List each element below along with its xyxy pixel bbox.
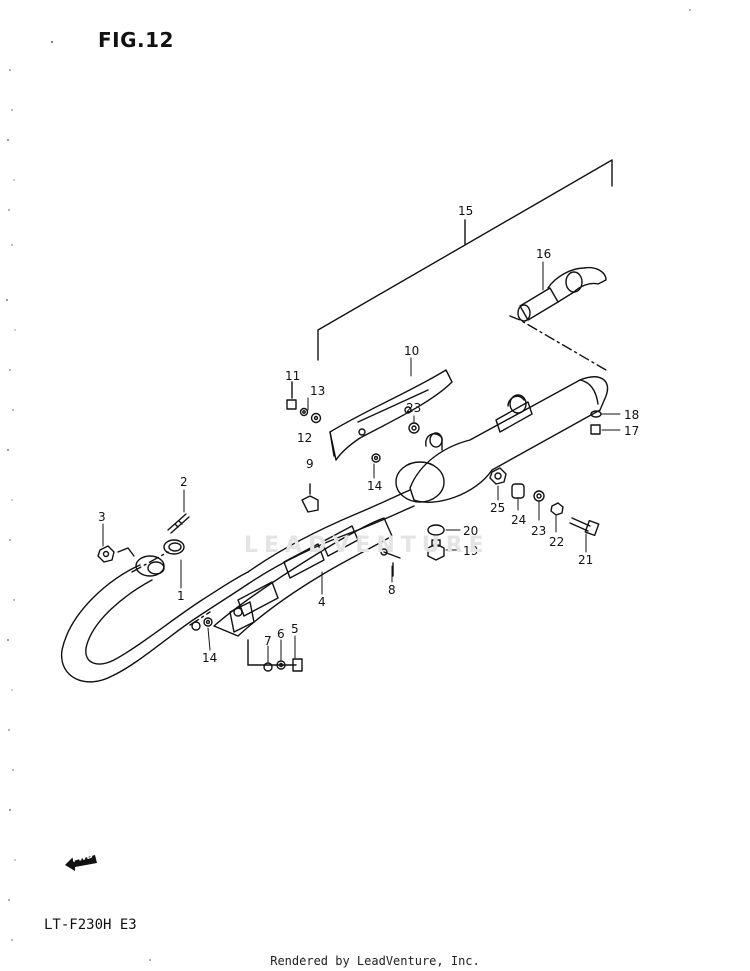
callout-11: 11 bbox=[285, 369, 300, 383]
callout-23-lower: 23 bbox=[531, 524, 546, 538]
collar-24 bbox=[511, 483, 525, 499]
callout-17: 17 bbox=[624, 424, 639, 438]
gasket-20 bbox=[427, 524, 445, 536]
drain-bolt-19 bbox=[427, 539, 445, 561]
bolt-washer-set bbox=[247, 639, 303, 672]
callout-12: 12 bbox=[297, 431, 312, 445]
callout-10: 10 bbox=[404, 344, 419, 358]
exhaust-pipe bbox=[61, 489, 415, 683]
watermark: LEADVENTURE bbox=[244, 533, 490, 558]
muffler-body bbox=[395, 376, 609, 503]
callout-3: 3 bbox=[98, 510, 106, 524]
washer-14-pipe bbox=[191, 617, 213, 631]
washer-14-shield bbox=[371, 453, 381, 463]
callout-23-upper: 23 bbox=[406, 401, 421, 415]
washer-18 bbox=[590, 410, 602, 418]
muffler-heat-shield bbox=[329, 369, 453, 461]
callout-2: 2 bbox=[180, 475, 188, 489]
callout-20: 20 bbox=[463, 524, 478, 538]
grommet-23-upper bbox=[408, 422, 420, 434]
callout-14-shield: 14 bbox=[367, 479, 382, 493]
callout-8: 8 bbox=[388, 583, 396, 597]
clamp-9 bbox=[301, 483, 319, 513]
spark-arrester bbox=[517, 266, 607, 322]
callout-25: 25 bbox=[490, 501, 505, 515]
footer-credit: Rendered by LeadVenture, Inc. bbox=[270, 954, 480, 968]
callout-4: 4 bbox=[318, 595, 326, 609]
callout-5: 5 bbox=[291, 622, 299, 636]
callout-15: 15 bbox=[458, 204, 473, 218]
callout-18: 18 bbox=[624, 408, 639, 422]
callout-21: 21 bbox=[578, 553, 593, 567]
nut-3 bbox=[97, 545, 115, 563]
callout-7: 7 bbox=[264, 634, 272, 648]
callout-6: 6 bbox=[277, 627, 285, 641]
pipe-flange bbox=[117, 539, 185, 577]
callout-9: 9 bbox=[306, 457, 314, 471]
screw-8 bbox=[380, 548, 401, 577]
callout-16: 16 bbox=[536, 247, 551, 261]
callout-24: 24 bbox=[511, 513, 526, 527]
washer-23-lower bbox=[533, 490, 545, 502]
callout-13: 13 bbox=[310, 384, 325, 398]
nut-22 bbox=[550, 502, 564, 516]
leader-lines bbox=[131, 315, 607, 626]
callout-1: 1 bbox=[177, 589, 185, 603]
fwd-arrow-icon bbox=[65, 855, 97, 871]
bolt-11-set bbox=[286, 381, 322, 424]
bolt-17 bbox=[590, 424, 601, 435]
stud-bolt bbox=[167, 513, 190, 534]
bolt-21 bbox=[569, 517, 600, 537]
assembly-15-bracket bbox=[317, 159, 613, 361]
figure-title: FIG.12 bbox=[98, 28, 174, 52]
callout-22: 22 bbox=[549, 535, 564, 549]
callout-19: 19 bbox=[463, 544, 478, 558]
pipe-heat-shield bbox=[213, 517, 393, 637]
callout-14-pipe: 14 bbox=[202, 651, 217, 665]
grommet-25 bbox=[489, 467, 507, 485]
callout-leaders bbox=[102, 261, 621, 663]
model-code: LT-F230H E3 bbox=[44, 917, 137, 933]
